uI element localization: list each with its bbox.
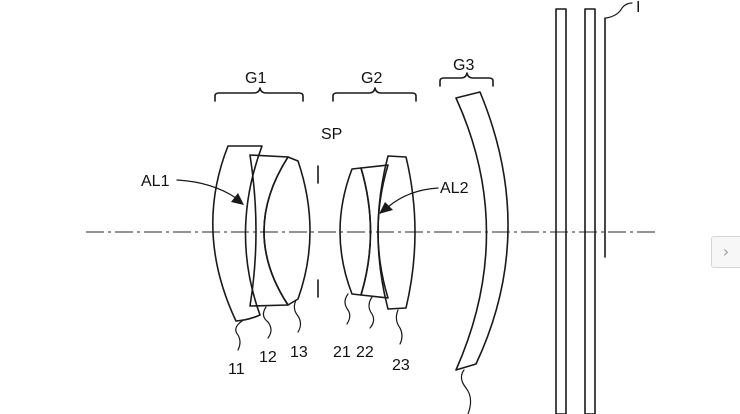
group-label-g1: G1 xyxy=(245,70,266,87)
filter-plate-2 xyxy=(584,8,596,414)
stop-label: SP xyxy=(321,126,342,143)
lens-g3 xyxy=(455,91,509,371)
leader-g3 xyxy=(460,369,472,414)
element-label-11: 11 xyxy=(228,361,245,378)
g3-brace xyxy=(439,72,494,87)
al1-leader xyxy=(176,179,237,199)
lens-13 xyxy=(263,156,311,306)
leader-11 xyxy=(235,320,243,351)
lens-23 xyxy=(377,155,416,310)
leader-13 xyxy=(293,299,302,333)
lens-11 xyxy=(212,145,263,322)
group-label-g2: G2 xyxy=(361,70,382,87)
element-label-22: 22 xyxy=(356,344,374,361)
al2-leader xyxy=(387,187,439,208)
filter-plate-1 xyxy=(555,8,567,414)
image-plane-leader xyxy=(605,2,633,19)
leader-21 xyxy=(344,293,351,325)
leader-23 xyxy=(395,309,403,345)
leader-22 xyxy=(368,296,375,329)
element-label-13: 13 xyxy=(290,344,308,361)
element-label-12: 12 xyxy=(259,349,277,366)
element-label-23: 23 xyxy=(392,357,410,374)
group-label-g3: G3 xyxy=(453,57,474,74)
al1-arrowhead xyxy=(231,193,244,205)
al2-arrowhead xyxy=(379,202,393,214)
g1-brace xyxy=(214,87,304,102)
chevron-right-icon: › xyxy=(722,242,730,261)
g2-brace xyxy=(332,87,417,102)
next-button[interactable]: › xyxy=(711,236,740,268)
element-label-21: 21 xyxy=(333,344,351,361)
lens-12 xyxy=(249,154,289,307)
aspheric-label-al2: AL2 xyxy=(440,180,469,197)
image-plane-label: I xyxy=(636,0,640,16)
aspheric-label-al1: AL1 xyxy=(141,173,170,190)
leader-12 xyxy=(262,306,272,339)
